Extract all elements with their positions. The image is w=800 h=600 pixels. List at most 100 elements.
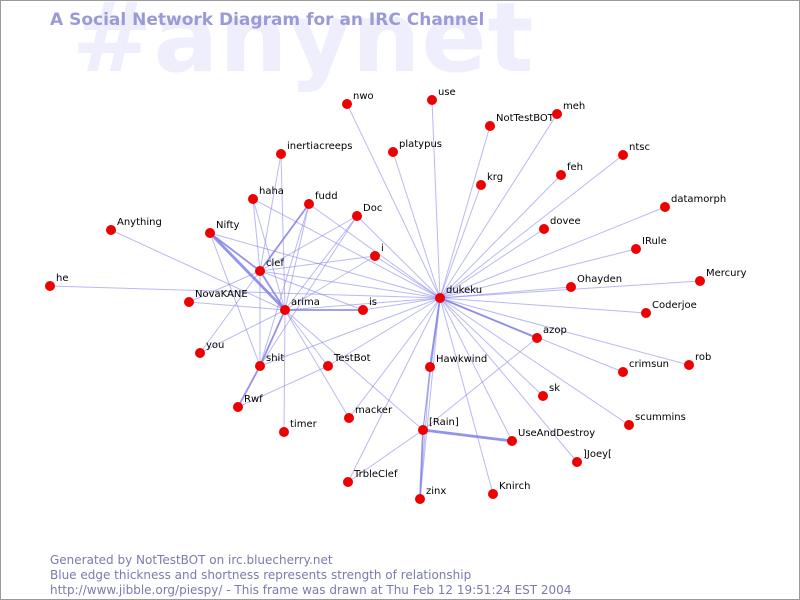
node-dot [205,228,215,238]
node-dot [425,362,435,372]
edge-dukeku-nwo [346,103,441,299]
node-haha: haha [248,186,284,204]
node-dukeku: dukeku [435,285,482,303]
node-azop: azop [532,325,567,343]
edge-dukeku-arima [284,297,441,311]
node-label: Anything [117,217,162,228]
node-Rwf: Rwf [233,394,263,412]
edge-dukeku-macker [348,297,441,419]
node-label: NotTestBOT [496,113,555,124]
edge-dukeku-IRule [439,248,637,299]
node-dot [280,305,290,315]
node-dot [255,361,265,371]
diagram-title: A Social Network Diagram for an IRC Chan… [50,10,485,30]
node-dot [427,95,437,105]
edge-arima-Doc [284,215,358,311]
edge-dukeku-fudd [308,203,441,299]
node-dot [695,276,705,286]
node-label: ntsc [629,142,650,153]
node-dot [552,109,562,119]
node-dot [435,293,445,303]
node-i: i [370,243,384,261]
edge-dukeku-NotTestBOT [439,125,491,299]
edge-arima-Rain [284,309,424,431]
node-Joey: ]Joey[ [572,449,612,467]
node-crimsun: crimsun [618,359,669,377]
edge-dukeku-UseAndDestroy [439,297,513,442]
node-label: dovee [550,216,581,227]
node-datamorph: datamorph [660,194,726,212]
edge-dukeku-use [431,99,441,299]
node-dot [344,413,354,423]
edge-Nifty-shit [209,232,261,367]
edge-clef-Doc [259,215,358,272]
edge-Rain-azop [422,337,538,431]
node-zinx: zinx [415,486,446,504]
edge-arima-TestBot [284,309,329,367]
node-dot [418,425,428,435]
node-label: platypus [399,139,442,150]
node-UseAndDestroy: UseAndDestroy [507,428,595,446]
node-label: NovaKANE [195,289,248,300]
node-dot [572,457,582,467]
node-dot [184,297,194,307]
edge-Nifty-arima [208,232,287,311]
node-label: use [438,87,456,98]
node-Nifty: Nifty [205,220,240,238]
node-arima: arima [280,297,320,315]
node-label: haha [259,186,284,197]
edges-layer [49,99,701,500]
node-dot [488,489,498,499]
node-label: Doc [363,203,382,214]
node-you: you [195,340,224,358]
edge-dukeku-zinx [419,297,441,500]
node-label: crimsun [629,359,669,370]
node-Ohayden: Ohayden [566,274,622,292]
node-sk: sk [538,383,560,401]
node-fudd: fudd [304,191,338,209]
node-label: IRule [642,236,667,247]
node-label: is [369,297,377,308]
node-dot [358,305,368,315]
footer: Generated by NotTestBOT on irc.bluecherr… [50,553,571,598]
edge-dukeku-meh [439,113,558,299]
node-dot [106,225,116,235]
node-label: dukeku [446,285,482,296]
node-TestBot: TestBot [323,353,371,371]
node-dot [660,202,670,212]
edge-dukeku-haha [252,198,441,299]
node-dot [485,121,495,131]
node-shit: shit [255,353,284,371]
edge-arima-you [199,309,286,354]
node-dot [539,224,549,234]
edge-dukeku-rob [439,297,690,366]
edge-dukeku-Coderjoe [439,297,647,314]
edge-dukeku-krg [439,184,482,299]
node-dot [566,282,576,292]
edge-dukeku-scummins [439,297,630,426]
node-label: i [381,243,384,254]
node-label: shit [266,353,284,364]
node-label: timer [290,419,318,430]
node-dot [556,170,566,180]
node-dot [370,251,380,261]
node-dot [343,477,353,487]
channel-watermark: #anynet [72,0,535,94]
node-label: Coderjoe [652,300,697,311]
edge-dukeku-Knirch [439,297,494,495]
node-label: [Rain] [429,417,459,428]
node-Coderjoe: Coderjoe [641,300,697,318]
edge-dukeku-sk [439,297,544,397]
edge-dukeku-ntsc [439,154,624,299]
node-label: Mercury [706,268,747,279]
node-inertiacreeps: inertiacreeps [276,141,352,159]
node-dot [279,427,289,437]
node-macker: macker [344,405,393,423]
node-dot [248,194,258,204]
edge-clef-arima [259,270,286,311]
node-dot [352,211,362,221]
edge-clef-fudd [259,203,310,272]
node-dot [195,348,205,358]
edge-arima-NovaKANE [188,301,286,311]
node-dot [388,147,398,157]
